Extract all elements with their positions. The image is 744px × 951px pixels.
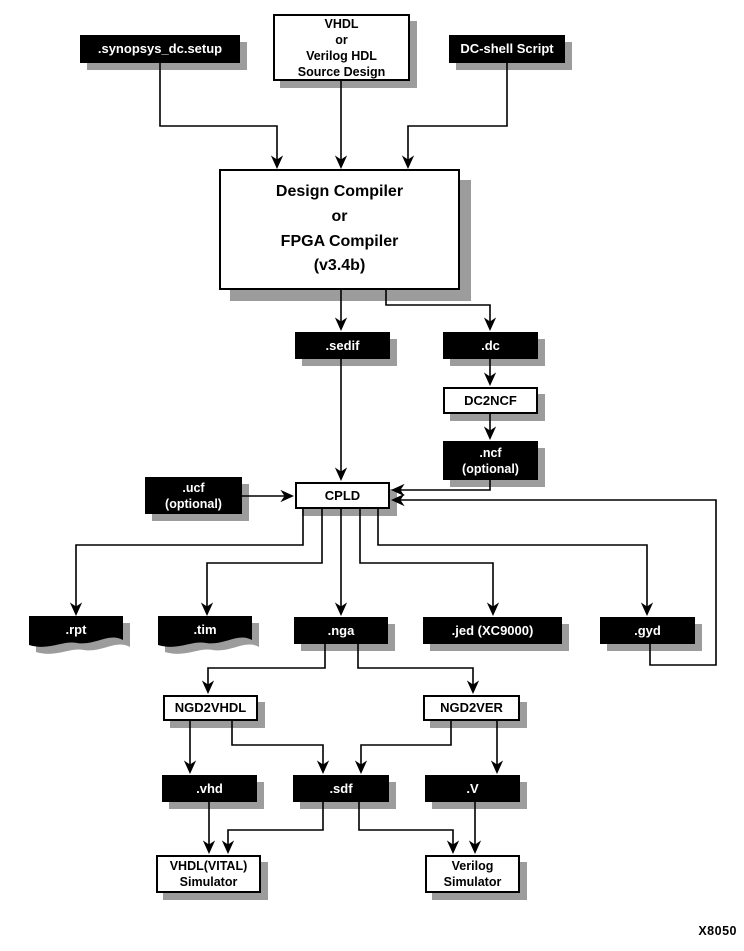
node-label: .V (466, 780, 479, 796)
node-design-compiler: Design Compiler or FPGA Compiler (v3.4b) (219, 169, 460, 290)
node-label-line: VHDL (324, 16, 359, 31)
edge-cpld-to-tim (200, 509, 323, 617)
node-jed-file: .jed (XC9000) (423, 617, 562, 644)
node-label: CPLD (324, 487, 361, 503)
edge-nga-to-ngd2ver (357, 644, 480, 695)
node-sedif-file: .sedif (295, 332, 390, 359)
node-ngd2ver-tool: NGD2VER (423, 695, 520, 721)
edge-cpld-to-gyd (377, 509, 654, 617)
node-vhd-file: .vhd (162, 775, 257, 802)
node-ncf-file: .ncf (optional) (443, 441, 538, 480)
node-label: .rpt (66, 622, 88, 637)
node-label: DC-shell Script (460, 41, 554, 57)
node-label: .sedif (325, 337, 360, 353)
node-label-line: (optional) (462, 461, 519, 476)
node-label: .gyd (634, 622, 661, 638)
node-label: .tim (193, 622, 216, 637)
figure-id: X8050 (698, 924, 737, 938)
node-label: .jed (XC9000) (451, 622, 534, 638)
node-rpt-file: .rpt (29, 616, 130, 654)
node-label: .synopsys_dc.setup (97, 41, 223, 57)
node-label-line: (v3.4b) (313, 257, 366, 275)
node-gyd-file: .gyd (600, 617, 695, 644)
edge-cpld-to-jed (359, 509, 500, 617)
node-label: NGD2VHDL (174, 700, 247, 716)
node-nga-file: .nga (294, 617, 388, 644)
edge-compiler-to-dc (385, 290, 497, 332)
node-sdf-file: .sdf (293, 775, 389, 802)
node-verilog-simulator: Verilog Simulator (425, 855, 520, 893)
node-label-line: VHDL(VITAL) (169, 859, 248, 873)
node-dc-file: .dc (443, 332, 538, 359)
node-label-line: .ncf (479, 445, 502, 460)
node-dc-shell-script: DC-shell Script (449, 35, 565, 63)
node-label-line: Verilog HDL (306, 48, 377, 63)
edge-cpld-to-rpt (69, 509, 304, 617)
node-label: .dc (481, 337, 500, 353)
node-cpld-tool: CPLD (295, 482, 390, 509)
node-label-line: FPGA Compiler (280, 232, 399, 250)
node-label-line: Verilog (451, 859, 494, 873)
edge-ngd2vhdl-to-sdf (231, 721, 330, 775)
node-label: NGD2VER (440, 700, 503, 716)
node-dc2ncf-tool: DC2NCF (443, 387, 538, 414)
node-label: DC2NCF (464, 392, 517, 408)
edge-dcshell-to-compiler (401, 63, 508, 170)
node-synopsys-dc-setup: .synopsys_dc.setup (80, 35, 240, 63)
node-label-line: Simulator (443, 875, 502, 889)
node-label-line: Source Design (297, 64, 386, 79)
node-label-line: .ucf (182, 480, 205, 495)
edge-synopsys-to-compiler (159, 63, 284, 170)
node-label: .vhd (196, 780, 223, 796)
edge-ncf-to-cpld (390, 480, 491, 497)
node-label: .nga (327, 622, 355, 638)
edge-sdf-to-vhdlsim (221, 802, 324, 855)
node-hdl-source-design: VHDL or Verilog HDL Source Design (273, 14, 410, 81)
node-label: .sdf (329, 780, 353, 796)
node-label-line: Design Compiler (275, 182, 404, 200)
doc-shape (29, 616, 123, 647)
node-label-line: (optional) (165, 496, 222, 511)
node-vhdl-vital-simulator: VHDL(VITAL) Simulator (156, 855, 261, 893)
node-v-file: .V (425, 775, 520, 802)
edge-sdf-to-verilogsim (358, 802, 460, 855)
node-label-line: or (335, 32, 348, 47)
node-tim-file: .tim (158, 616, 259, 654)
node-label-line: Simulator (179, 875, 238, 889)
node-ngd2vhdl-tool: NGD2VHDL (163, 695, 258, 721)
node-label-line: or (331, 207, 348, 225)
edge-ngd2ver-to-sdf (354, 721, 452, 775)
doc-shape (158, 616, 252, 647)
node-ucf-file: .ucf (optional) (145, 477, 242, 514)
